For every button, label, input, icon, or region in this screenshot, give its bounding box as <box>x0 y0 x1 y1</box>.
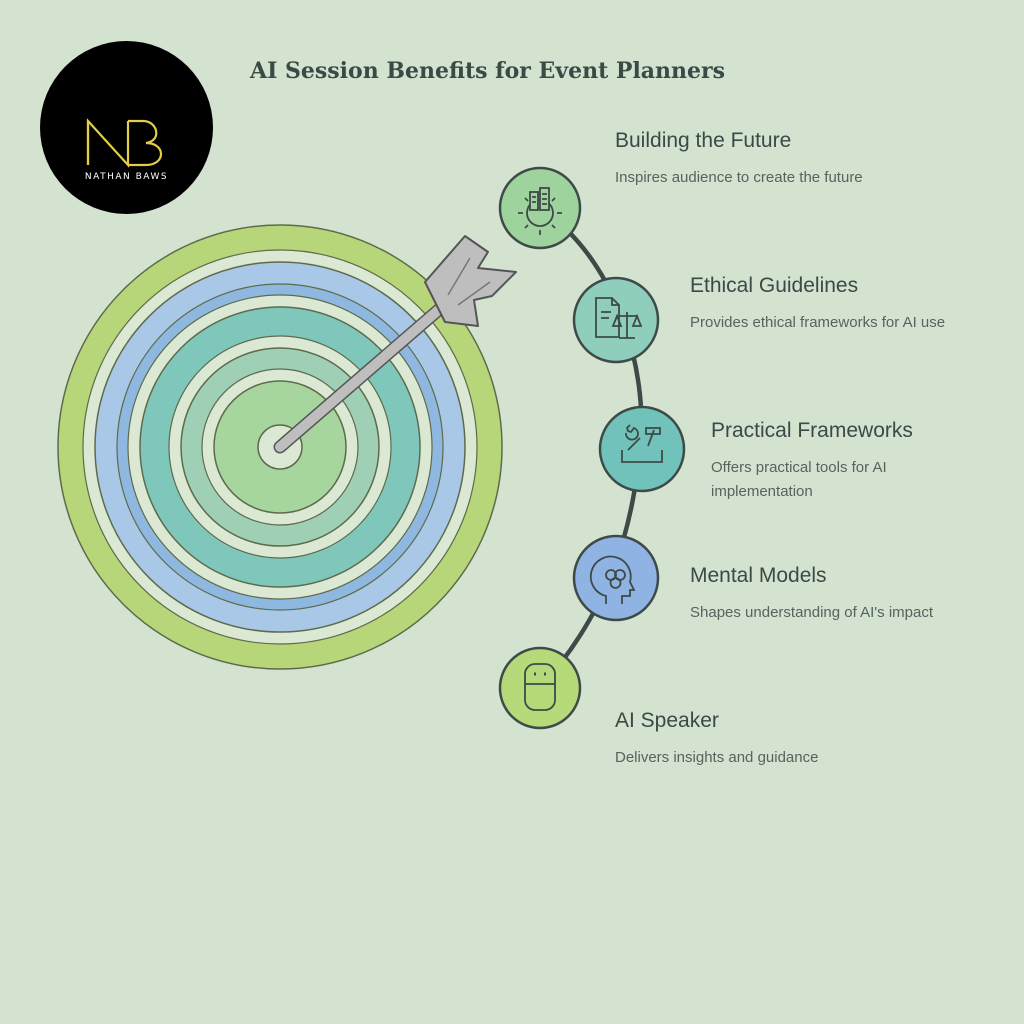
item-description: Shapes understanding of AI's impact <box>690 604 934 621</box>
item-practical-frameworks: Practical Frameworks Offers practical to… <box>711 418 1001 504</box>
item-title: Ethical Guidelines <box>690 274 859 297</box>
building-gear-icon <box>518 187 562 235</box>
icon-circle-3 <box>598 405 686 493</box>
icon-node-3 <box>598 405 686 493</box>
item-description: Provides ethical frameworks for AI use <box>690 314 946 331</box>
logo: NATHAN BAWS <box>40 41 213 214</box>
logo-name: NATHAN BAWS <box>84 172 169 182</box>
item-title: Mental Models <box>690 564 827 587</box>
item-ai-speaker: AI Speaker Delivers insights and guidanc… <box>615 708 945 770</box>
tools-icon <box>621 424 663 463</box>
item-title: Practical Frameworks <box>711 419 913 442</box>
item-building-the-future: Building the Future Inspires audience to… <box>615 128 945 190</box>
arrow-fletching-lines <box>447 257 491 306</box>
head-brain-icon <box>589 555 636 604</box>
document-scales-icon <box>595 297 643 339</box>
item-description: Delivers insights and guidance <box>615 749 819 766</box>
item-ethical-guidelines: Ethical Guidelines Provides ethical fram… <box>690 273 990 335</box>
icon-node-2 <box>572 276 660 364</box>
item-mental-models: Mental Models Shapes understanding of AI… <box>690 563 990 625</box>
item-title: Building the Future <box>615 129 792 152</box>
icon-node-1 <box>498 166 582 250</box>
arrow-fletching <box>424 235 517 327</box>
monogram-nb-icon <box>86 118 163 168</box>
smart-speaker-icon <box>524 663 556 711</box>
item-description: Offers practical tools for AI implementa… <box>711 459 887 500</box>
item-title: AI Speaker <box>615 709 719 732</box>
arrow <box>273 235 517 454</box>
icon-chain <box>498 166 686 730</box>
icon-node-4 <box>572 534 660 622</box>
item-description: Inspires audience to create the future <box>615 169 863 186</box>
page-title: AI Session Benefits for Event Planners <box>250 58 726 84</box>
icon-node-5 <box>498 646 582 730</box>
arrow-shaft-fill <box>275 295 455 452</box>
icon-circle-5 <box>498 646 582 730</box>
